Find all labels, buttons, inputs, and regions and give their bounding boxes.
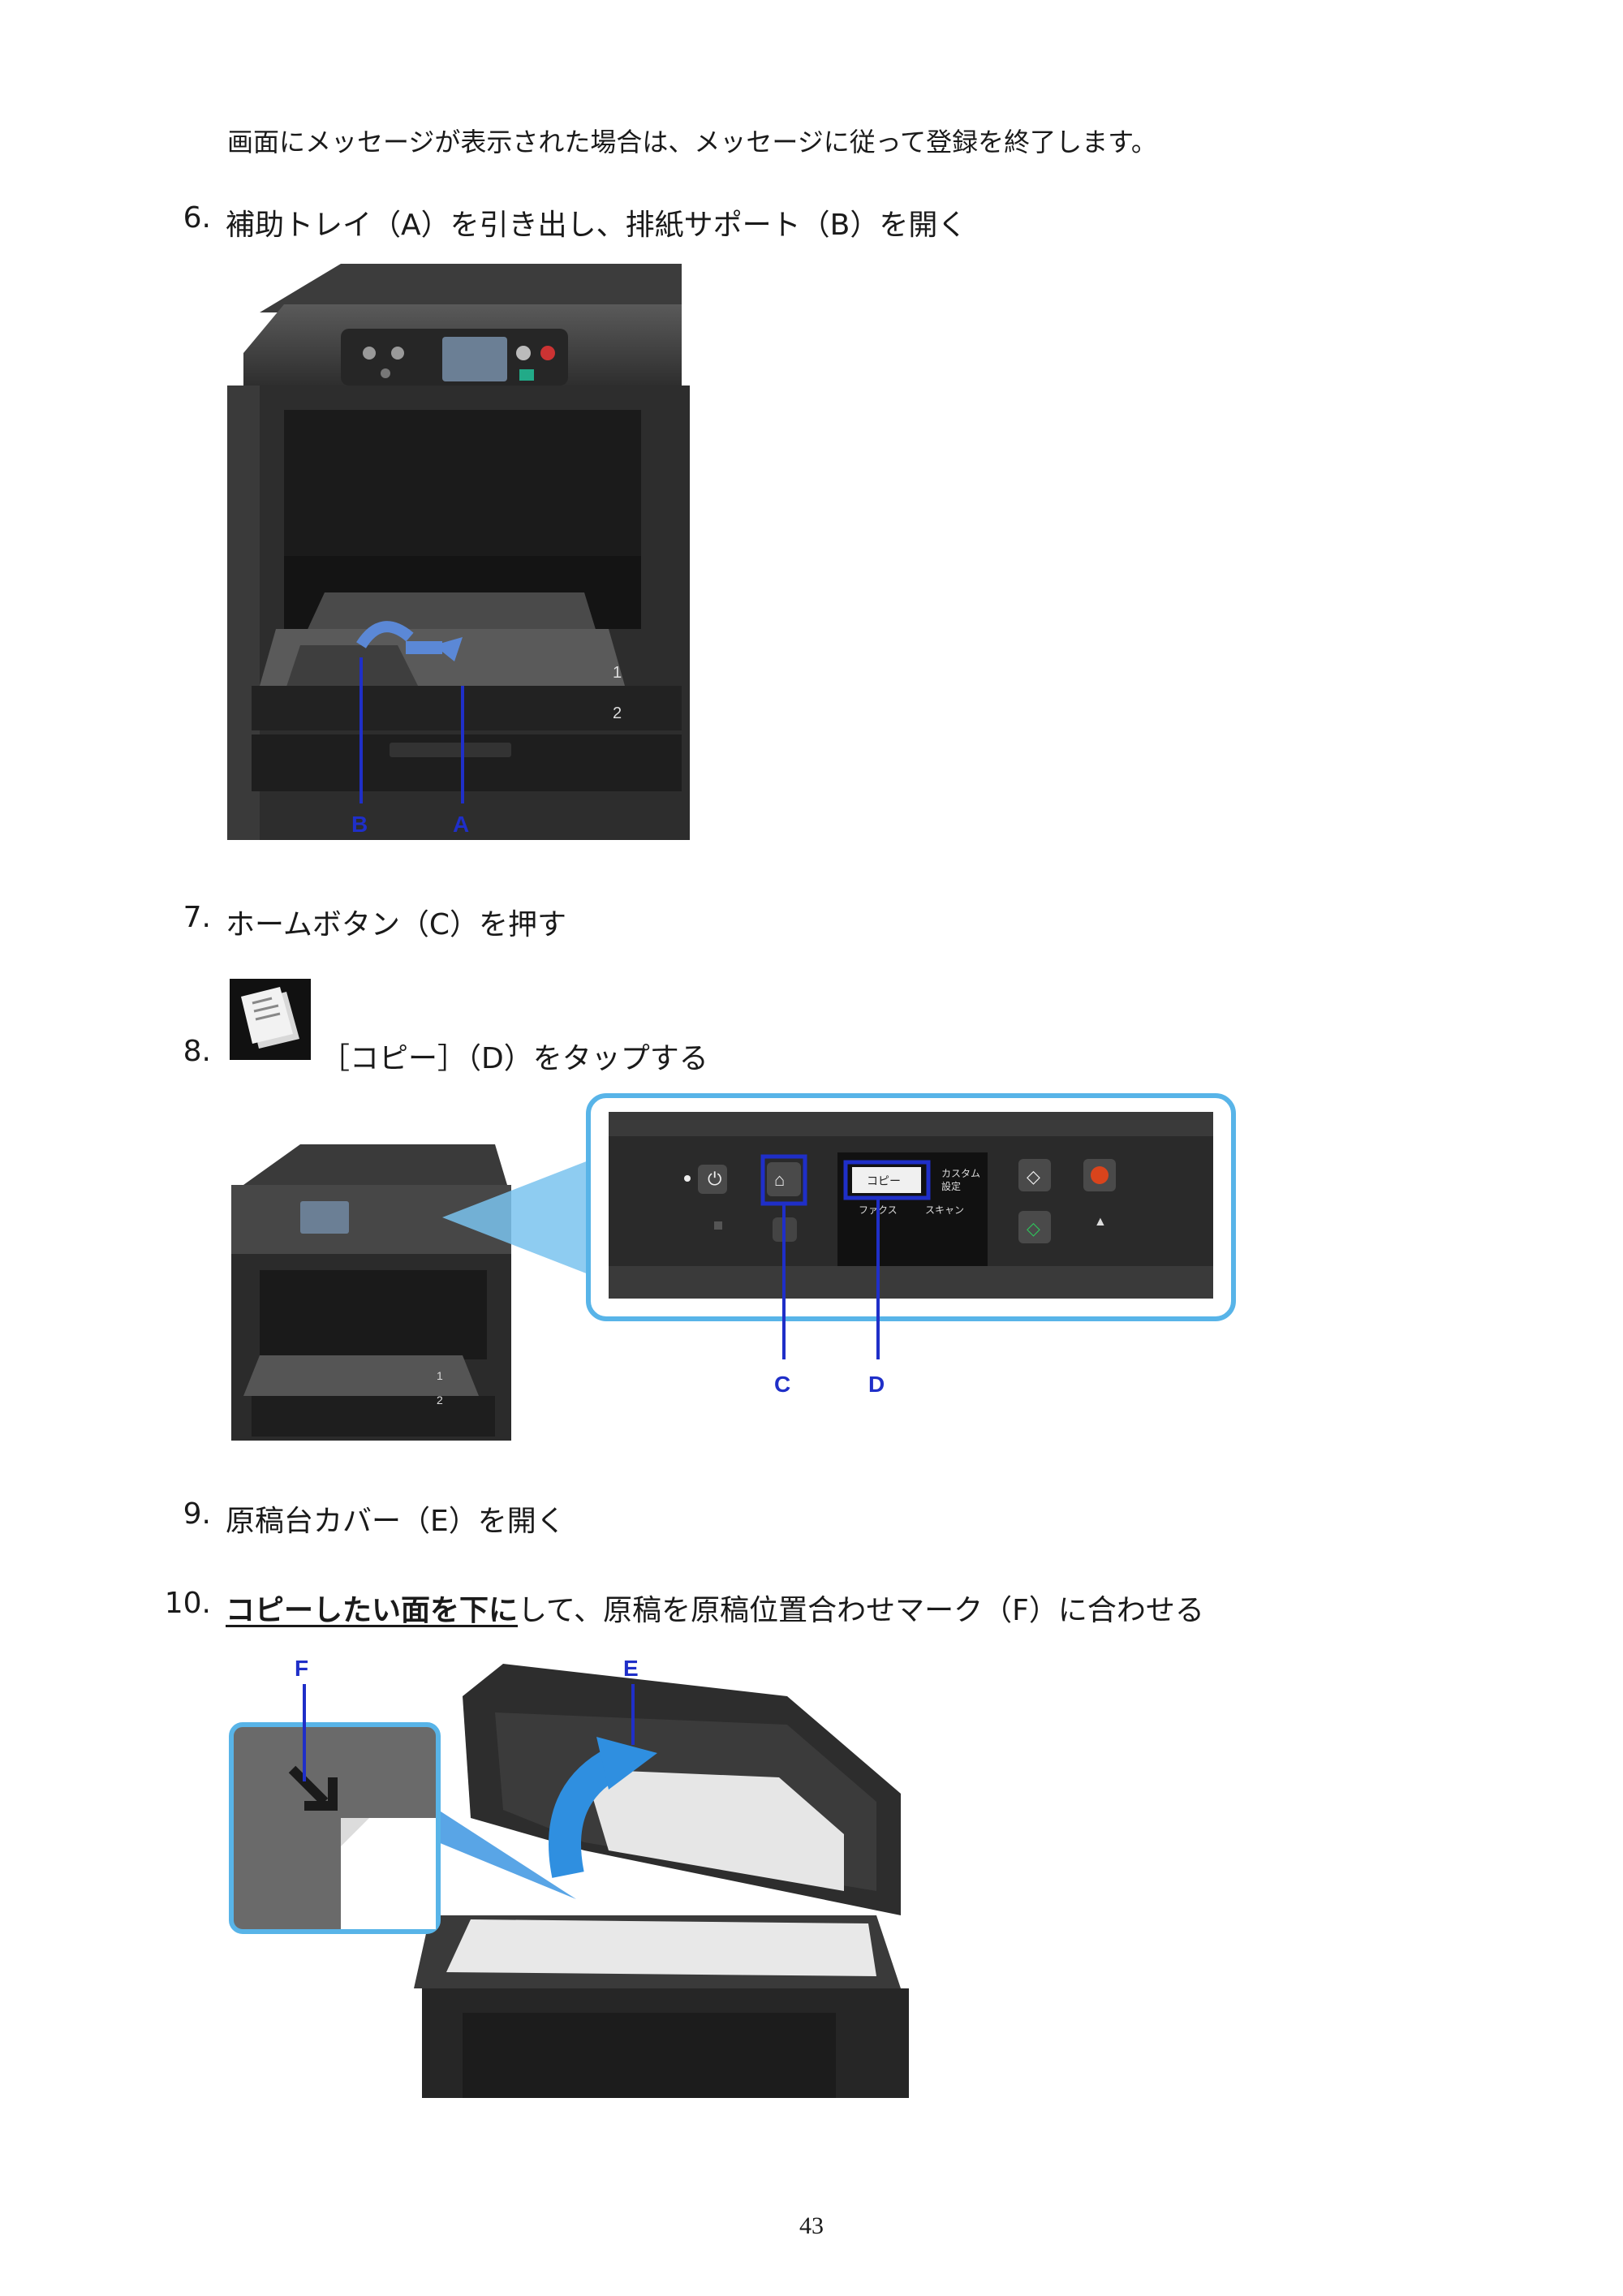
- step-text: して、原稿を原稿位置合わせマーク（F）に合わせる: [518, 1594, 1204, 1627]
- label-f: F: [295, 1656, 308, 1681]
- label-d: D: [868, 1372, 885, 1397]
- step-text: ホームボタン（C）を押す: [226, 908, 567, 941]
- step-7: 7. ホームボタン（C）を押す: [0, 901, 1623, 941]
- step-number: 9.: [183, 1497, 211, 1531]
- step-9: 9. 原稿台カバー（E）を開く: [0, 1497, 1623, 1538]
- screen-copy-label: コピー: [867, 1174, 901, 1187]
- home-icon: ⌂: [774, 1170, 785, 1190]
- step-6: 6. 補助トレイ（A）を引き出し、排紙サポート（B）を開く: [0, 201, 1623, 242]
- step-8: 8. ［コピー］（D）をタップする: [0, 1035, 1623, 1075]
- label-e: E: [623, 1656, 639, 1681]
- printer-tray-illustration: 1 2 B A: [227, 264, 690, 840]
- step-text: 補助トレイ（A）を引き出し、排紙サポート（B）を開く: [226, 209, 967, 242]
- black-start-icon: ◇: [1027, 1166, 1040, 1187]
- label-c: C: [774, 1372, 790, 1397]
- label-a: A: [453, 812, 469, 837]
- step-text: ［コピー］（D）をタップする: [321, 1042, 708, 1075]
- control-panel-illustration: 1 2 ⏻ ⌂ コピー カスタム 設定 ファクス スキャン ◇ ◇ ▲ C D: [231, 1093, 1236, 1441]
- page-number: 43: [799, 2212, 824, 2239]
- power-icon: ⏻: [708, 1169, 721, 1189]
- screen-scan-label: スキャン: [925, 1204, 964, 1216]
- open-arrow-icon: [356, 621, 414, 648]
- step-number: 6.: [183, 201, 211, 235]
- alignment-mark-icon: [288, 1765, 329, 1806]
- tray-2-label: 2: [613, 704, 622, 722]
- step-10: 10. コピーしたい面を下にして、原稿を原稿位置合わせマーク（F）に合わせる: [0, 1587, 1623, 1627]
- tray-2-label: 2: [437, 1394, 443, 1406]
- note-text: 画面にメッセージが表示された場合は、メッセージに従って登録を終了します。: [227, 127, 1157, 157]
- step-text: 原稿台カバー（E）を開く: [226, 1505, 566, 1538]
- screen-custom-label: カスタム: [941, 1168, 980, 1179]
- step-emphasis: コピーしたい面を下に: [226, 1594, 519, 1627]
- stop-icon: [1091, 1166, 1109, 1184]
- copy-icon: [230, 979, 311, 1060]
- alarm-icon: ▲: [1094, 1215, 1107, 1229]
- screen-custom-label-2: 設定: [941, 1180, 961, 1192]
- color-start-icon: ◇: [1027, 1218, 1040, 1238]
- step-number: 8.: [183, 1035, 211, 1068]
- label-b: B: [351, 812, 368, 837]
- step-number: 7.: [183, 901, 211, 934]
- tray-1-label: 1: [613, 664, 622, 682]
- lift-arrow-icon: [549, 1747, 625, 1878]
- platen-illustration: F E: [229, 1656, 909, 2098]
- tray-1-label: 1: [437, 1369, 443, 1382]
- step-number: 10.: [164, 1587, 211, 1620]
